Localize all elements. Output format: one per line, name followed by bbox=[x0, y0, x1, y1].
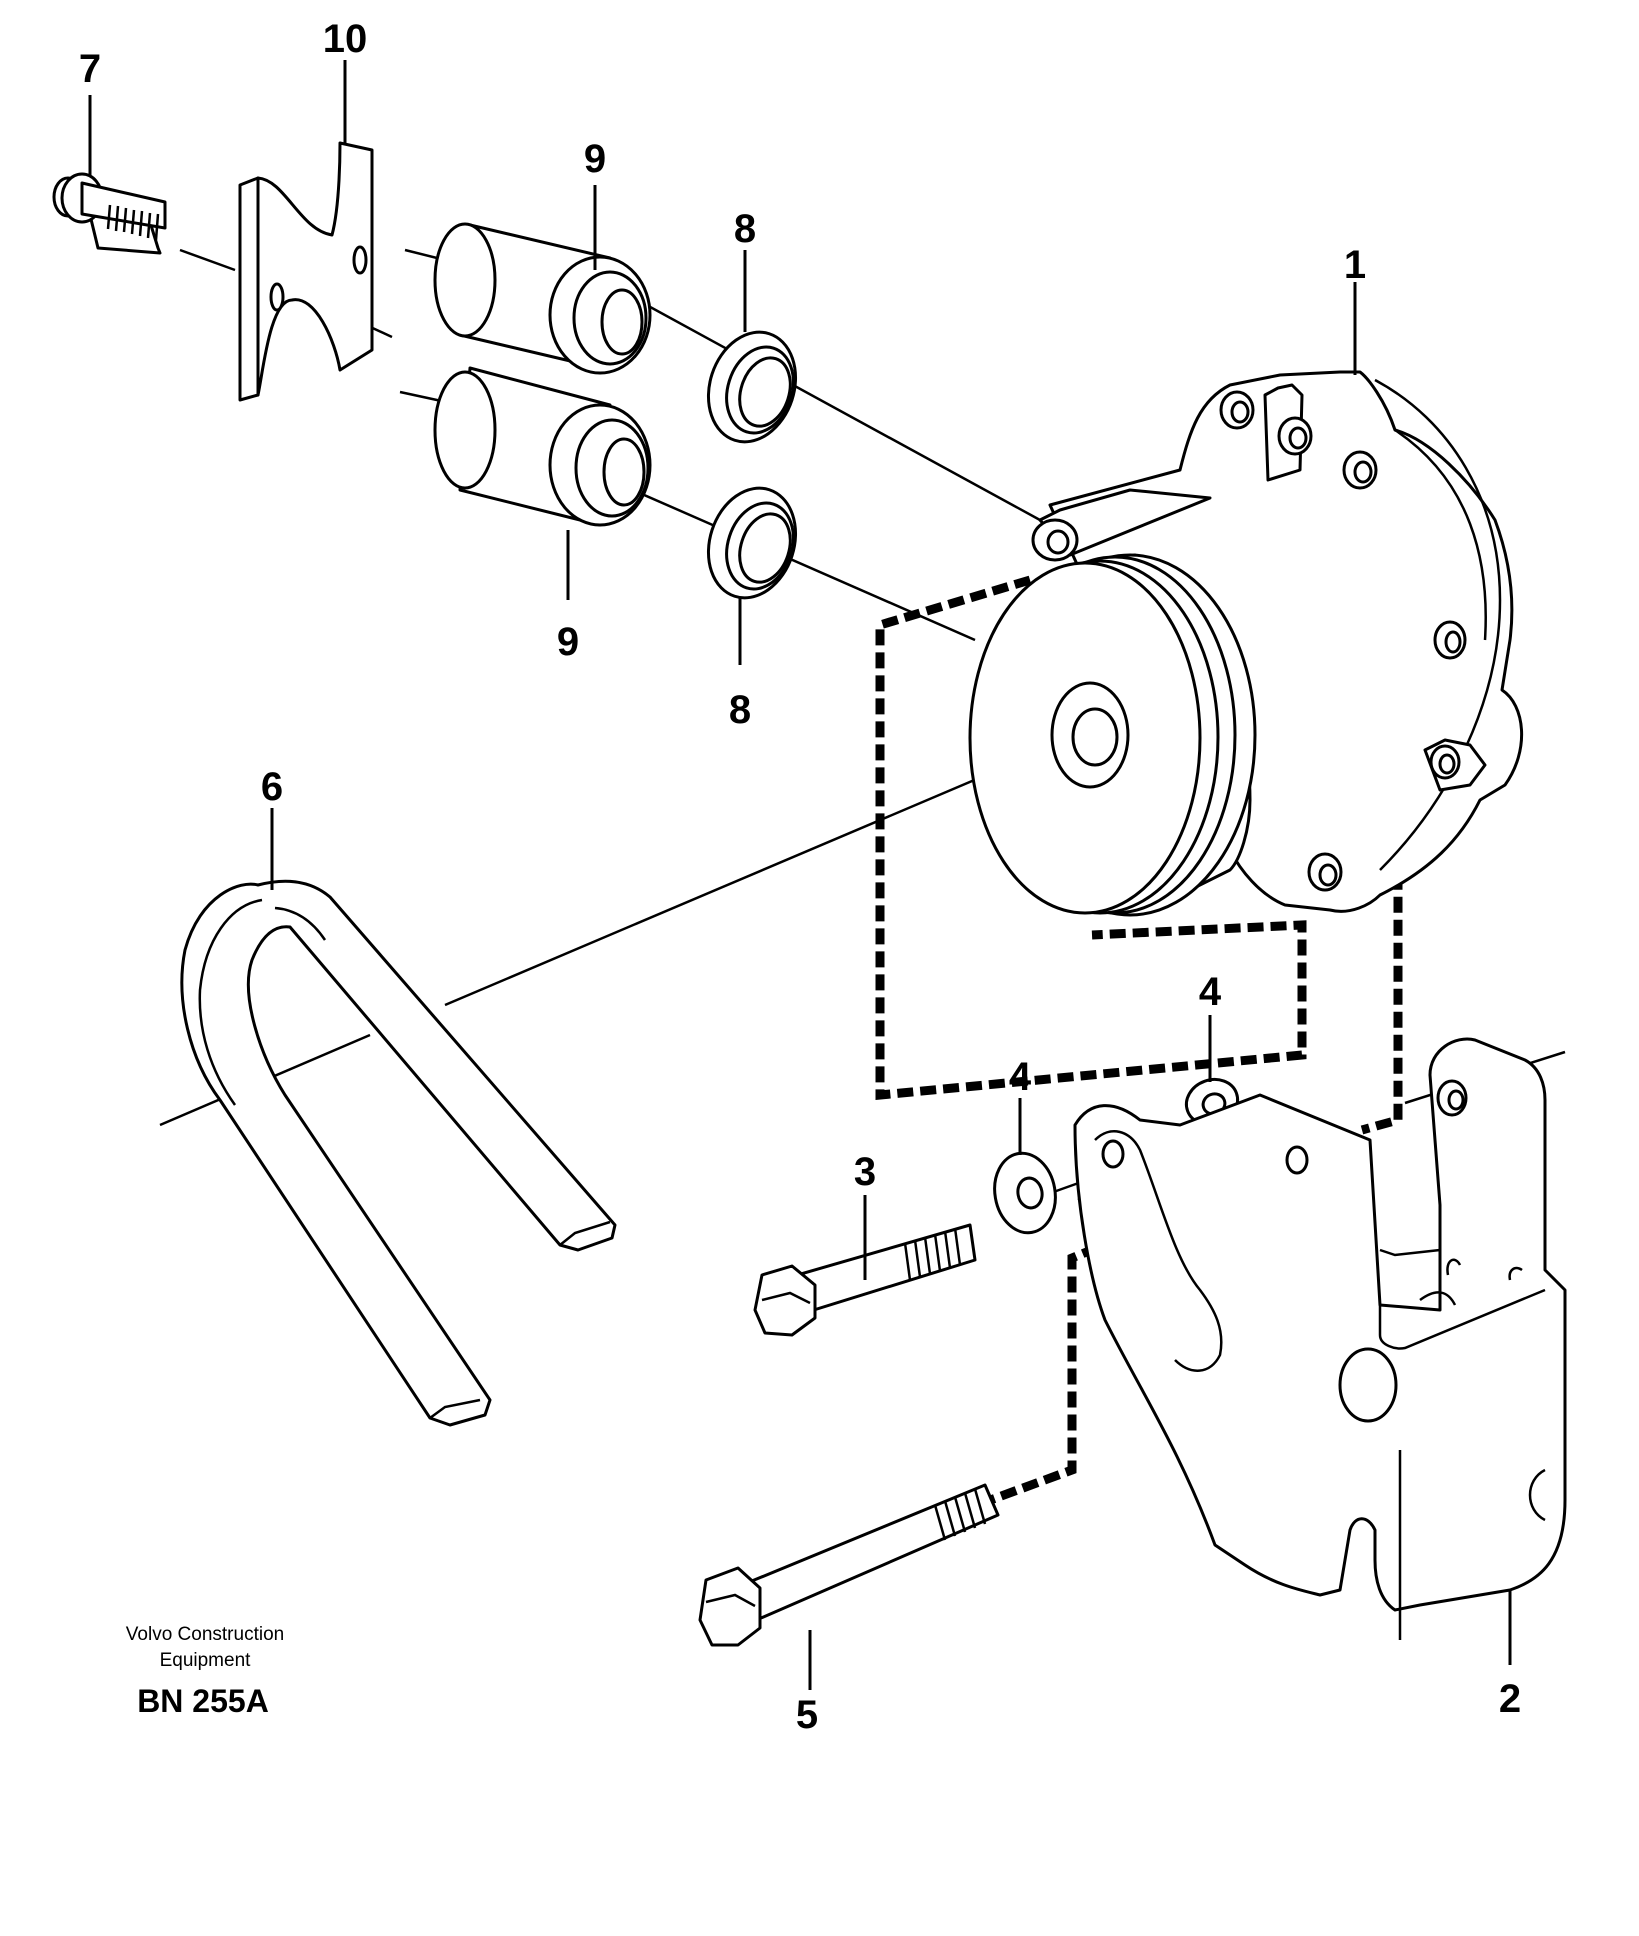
caption-block: Volvo Construction Equipment BN 255A bbox=[126, 1624, 284, 1719]
callout-8-lower: 8 bbox=[729, 688, 751, 732]
part-7-flange-bolt bbox=[52, 172, 167, 255]
callout-9-upper: 9 bbox=[584, 137, 606, 181]
caption-drawing-code: BN 255A bbox=[137, 1683, 269, 1719]
caption-company-line1: Volvo Construction bbox=[126, 1624, 284, 1645]
callout-4-lower: 4 bbox=[1009, 1055, 1032, 1099]
part-4-washer-lower bbox=[993, 1151, 1057, 1235]
part-2-mounting-bracket bbox=[1073, 1037, 1567, 1640]
part-10-bracket-plate bbox=[238, 141, 374, 402]
callout-labels: 7 10 9 8 1 9 8 6 4 4 3 5 2 bbox=[79, 17, 1521, 1737]
callout-6: 6 bbox=[261, 765, 283, 809]
part-8-ring-upper bbox=[706, 330, 798, 444]
bolt-7-thread bbox=[106, 204, 160, 241]
callout-7: 7 bbox=[79, 47, 101, 91]
leader-lines bbox=[88, 60, 1512, 1690]
bolt-5-thread bbox=[933, 1488, 987, 1541]
callout-3: 3 bbox=[854, 1150, 876, 1194]
part-3-hex-bolt bbox=[753, 1223, 977, 1337]
callout-5: 5 bbox=[796, 1693, 818, 1737]
bolt-3-thread bbox=[903, 1227, 962, 1281]
part-9-bushing-lower bbox=[433, 366, 652, 527]
part-1-alternator bbox=[968, 370, 1524, 917]
caption-company-line2: Equipment bbox=[160, 1650, 252, 1671]
part-8-ring-lower bbox=[706, 486, 798, 600]
part-9-bushing-upper bbox=[433, 222, 652, 375]
part-5-long-hex-bolt bbox=[698, 1483, 1000, 1647]
callout-10: 10 bbox=[323, 17, 368, 61]
callout-1: 1 bbox=[1344, 243, 1366, 287]
callout-2: 2 bbox=[1499, 1677, 1521, 1721]
callout-4-upper: 4 bbox=[1199, 970, 1222, 1014]
part-6-v-belt bbox=[180, 879, 617, 1427]
callout-9-lower: 9 bbox=[557, 620, 579, 664]
callout-8-upper: 8 bbox=[734, 207, 756, 251]
